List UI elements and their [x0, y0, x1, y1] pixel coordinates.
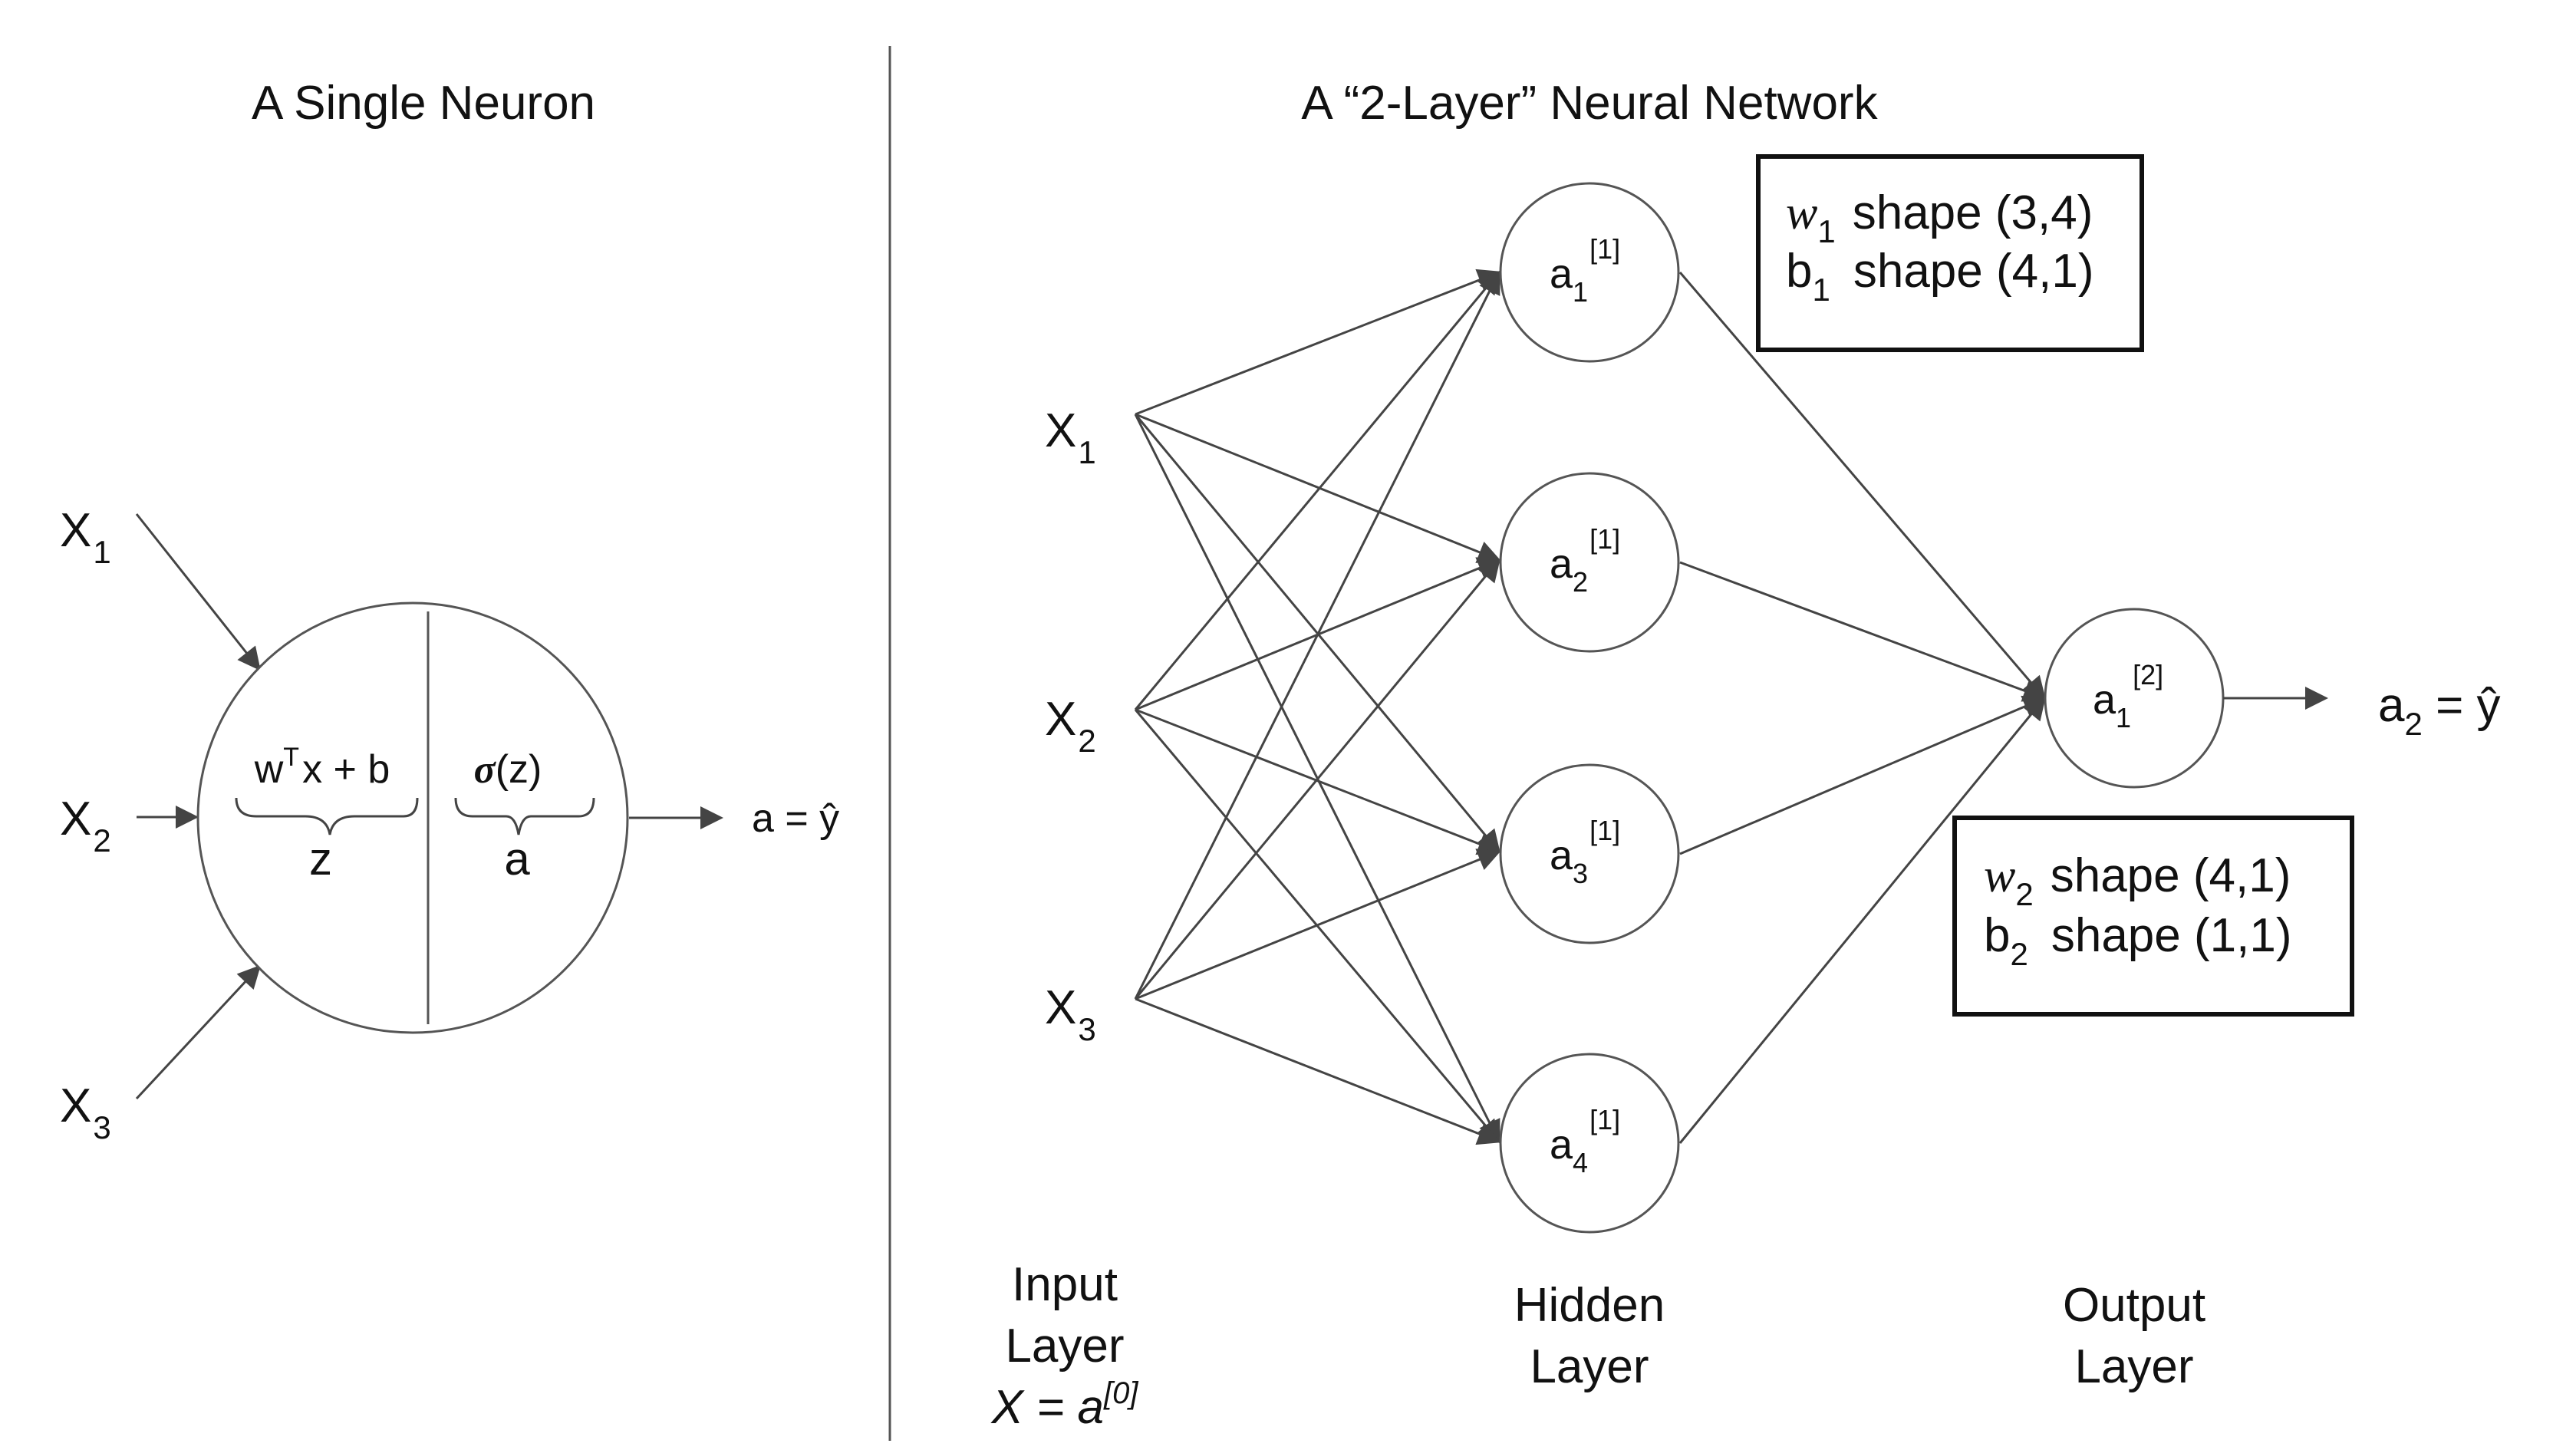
- output-layer-label: Output Layer: [2063, 1279, 2205, 1393]
- svg-text:Output: Output: [2063, 1279, 2205, 1332]
- neuron-input-x2: X2: [60, 793, 111, 858]
- hidden-node-2: a2[1]: [1499, 472, 1680, 653]
- edge-x1-h3: [1134, 414, 1500, 854]
- svg-text:X = a[0]: X = a[0]: [990, 1376, 1139, 1434]
- neuron-input-x1: X1: [60, 504, 111, 570]
- input-layer-label: Input Layer X = a[0]: [990, 1258, 1139, 1434]
- activation-expression: σ(z): [474, 747, 542, 792]
- neuron-input-x3: X3: [60, 1079, 111, 1145]
- hidden-node-3: a3[1]: [1499, 763, 1680, 944]
- linear-brace: [235, 797, 419, 835]
- input-to-hidden-edges: [1134, 269, 1501, 1145]
- svg-text:a1[1]: a1[1]: [1550, 233, 1620, 308]
- hidden-to-output-edges: [1678, 272, 2047, 1144]
- svg-text:a1[2]: a1[2]: [2093, 659, 2163, 733]
- svg-text:Hidden: Hidden: [1514, 1279, 1665, 1332]
- edge-x3-h4: [1135, 997, 1501, 1145]
- linear-label-z: z: [309, 833, 332, 885]
- edge-x3-h3: [1135, 849, 1501, 1000]
- edge-x2-h1: [1134, 270, 1500, 710]
- activation-label-a: a: [504, 833, 530, 885]
- single-neuron-panel: A Single Neuron X1 X2 X3 wTx + b z σ(z) …: [60, 77, 839, 1145]
- activation-brace: [454, 797, 595, 835]
- edge-h2-out: [1679, 561, 2047, 702]
- neuron-edge-x1: [135, 513, 261, 671]
- edge-x3-h2: [1134, 558, 1500, 1000]
- svg-text:Layer: Layer: [1005, 1320, 1124, 1373]
- hidden-node-1: a1[1]: [1499, 182, 1680, 363]
- two-layer-network-panel: A “2-Layer” Neural Network X1 X2 X3: [990, 77, 2501, 1434]
- neuron-circle: [196, 601, 629, 1034]
- svg-text:Input: Input: [1012, 1258, 1118, 1311]
- edge-h4-out: [1678, 696, 2046, 1144]
- neuron-edge-x3: [135, 964, 262, 1100]
- svg-text:Layer: Layer: [1530, 1340, 1649, 1393]
- svg-text:Layer: Layer: [2074, 1340, 2193, 1393]
- svg-text:a3[1]: a3[1]: [1550, 815, 1620, 889]
- edge-h3-out: [1679, 695, 2047, 855]
- network-input-x2: X2: [1045, 693, 1096, 759]
- network-output-label: a2 = ŷ: [2378, 679, 2501, 742]
- linear-expression: wTx + b: [254, 743, 390, 792]
- network-input-x3: X3: [1045, 981, 1096, 1047]
- svg-text:a2[1]: a2[1]: [1550, 523, 1620, 598]
- edge-x1-h2: [1135, 413, 1501, 563]
- network-input-x1: X1: [1045, 404, 1096, 470]
- edge-x1-h1: [1135, 269, 1501, 416]
- neuron-output-label: a = ŷ: [752, 796, 839, 841]
- edge-h1-out: [1678, 272, 2046, 700]
- hidden-layer-label: Hidden Layer: [1514, 1279, 1665, 1393]
- network-title: A “2-Layer” Neural Network: [1301, 77, 1878, 130]
- single-neuron-title: A Single Neuron: [252, 77, 595, 130]
- hidden-node-4: a4[1]: [1499, 1053, 1680, 1234]
- output-node: a1[2]: [2044, 608, 2225, 789]
- edge-x3-h1: [1134, 270, 1500, 1000]
- svg-text:a4[1]: a4[1]: [1550, 1104, 1620, 1178]
